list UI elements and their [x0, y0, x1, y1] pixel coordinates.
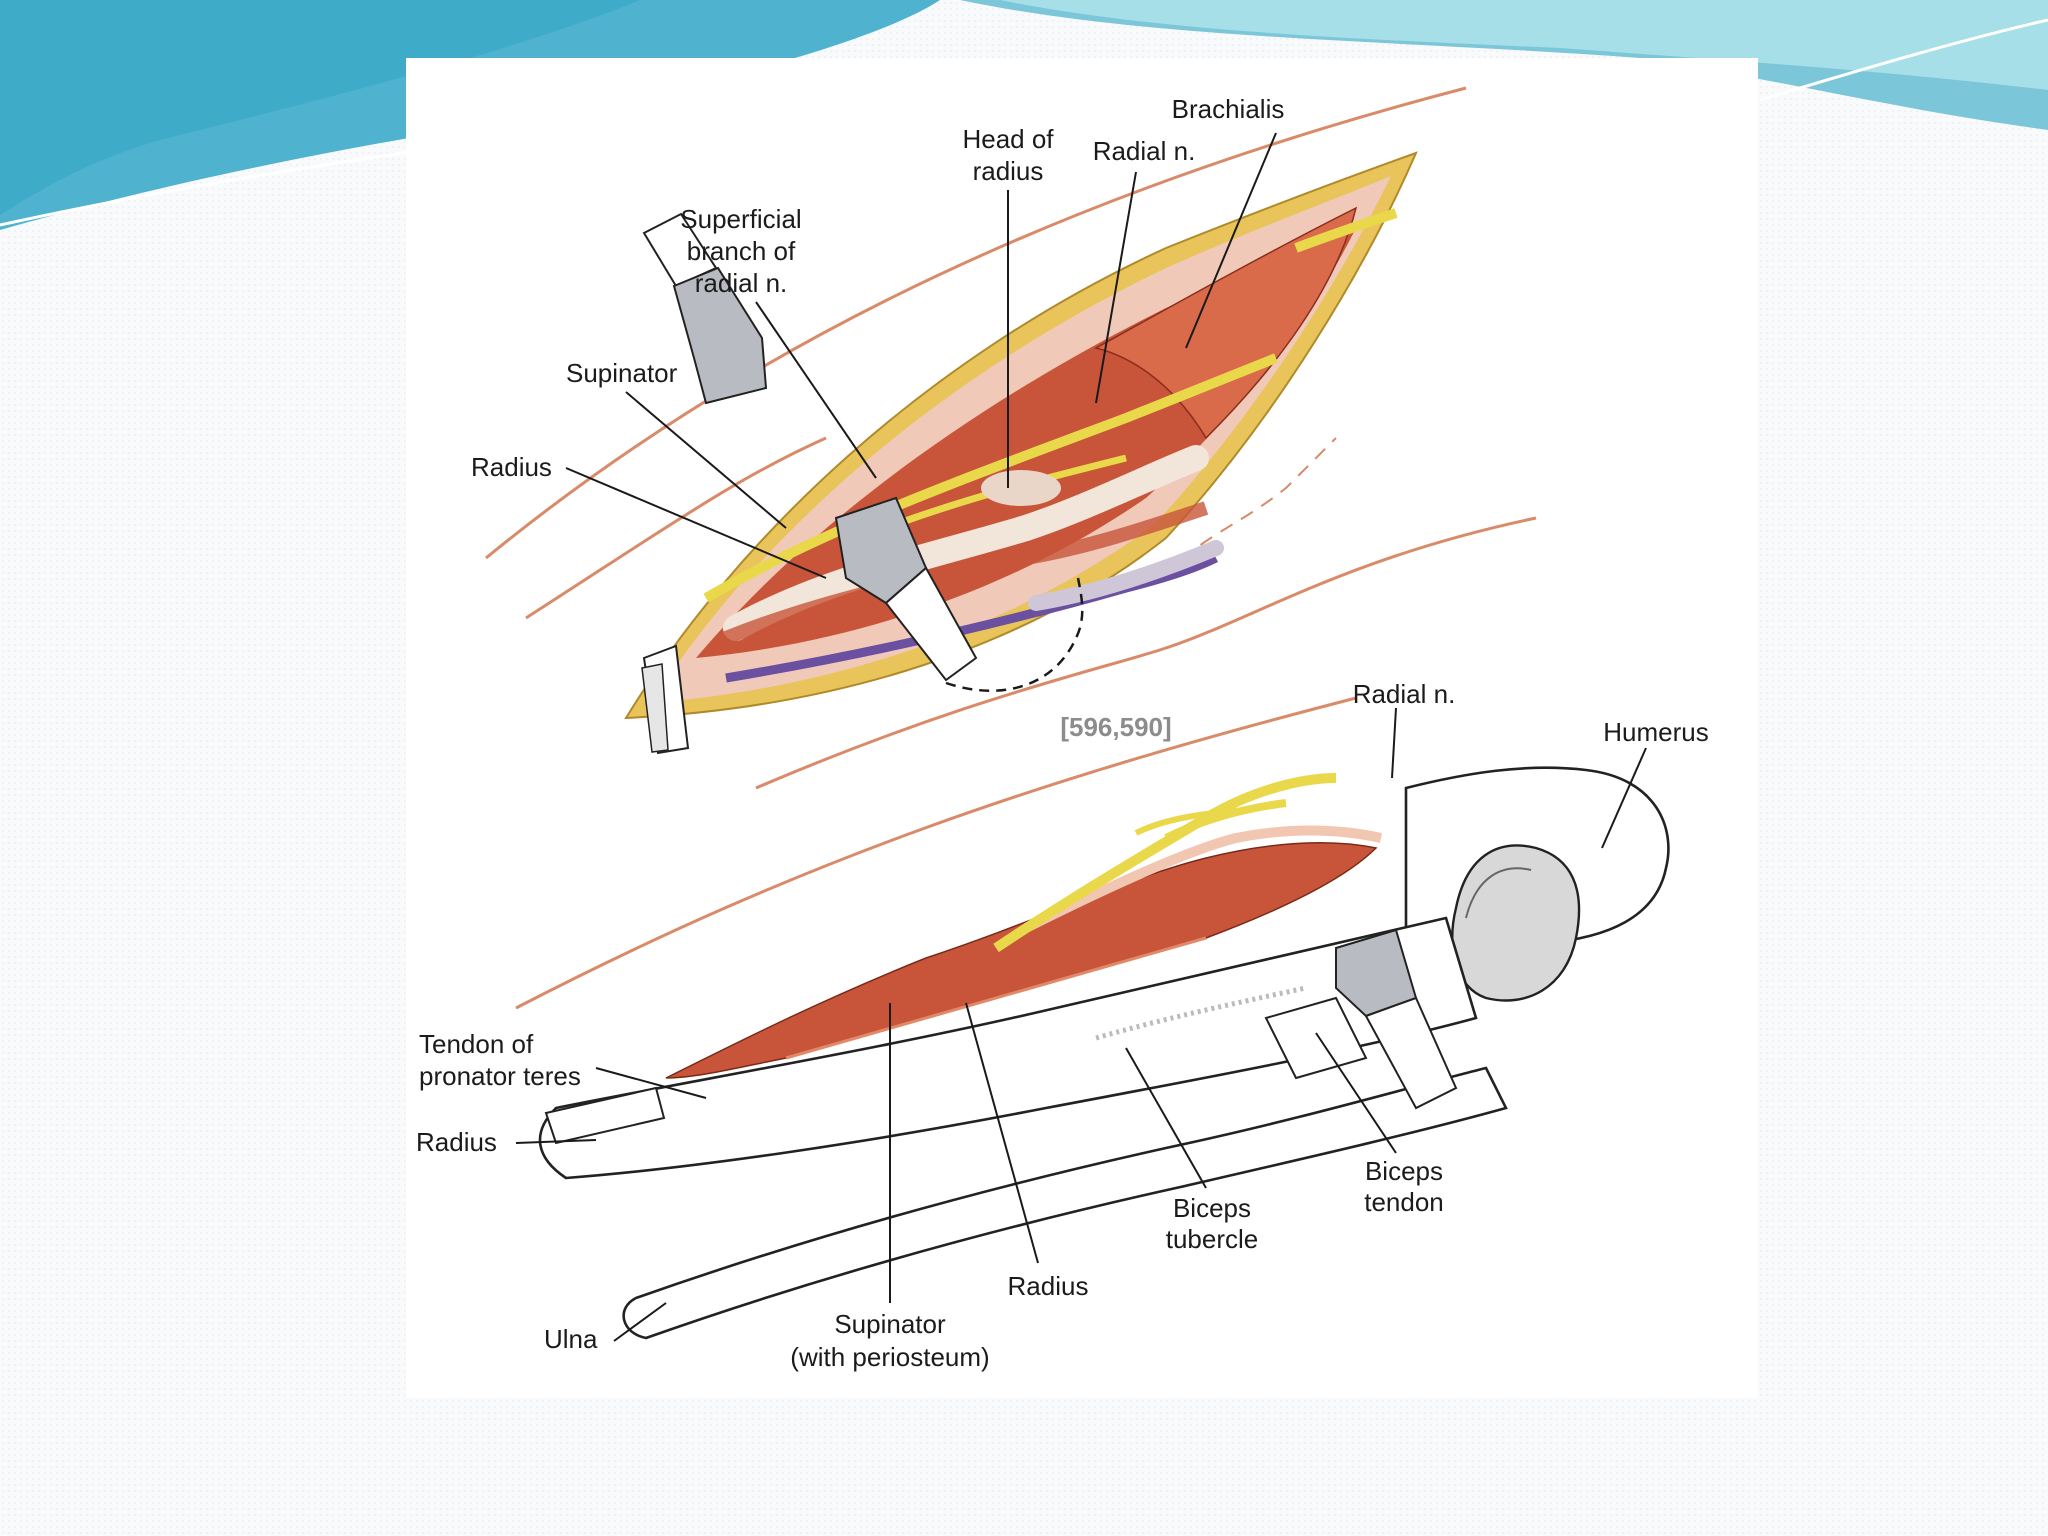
- nerve-cross-top: [1294, 208, 1398, 253]
- ulna-shaft: [622, 1066, 1508, 1340]
- leader-radius-left: [515, 1139, 597, 1144]
- label-humerus: Humerus: [1603, 717, 1708, 747]
- label-radius-upper: Radius: [471, 452, 552, 482]
- radius-bone-upper: [723, 445, 1209, 641]
- label-head-of-radius-2: radius: [973, 156, 1044, 186]
- radial-nerve-upper: [703, 353, 1278, 603]
- skin-line-upper-2: [525, 436, 827, 620]
- label-supinator-lower-2: (with periosteum): [790, 1342, 989, 1372]
- skin-line-middle: [755, 516, 1537, 790]
- leader-biceps-tubercle: [1125, 1047, 1207, 1189]
- leader-biceps-tendon: [1315, 1032, 1397, 1154]
- label-radius-bottom: Radius: [1008, 1271, 1089, 1301]
- leader-radial-n-upper: [1095, 171, 1137, 404]
- lower-dissection: [538, 766, 1670, 1340]
- leader-ulna: [613, 1302, 667, 1342]
- arrow-dashed-curve: [945, 577, 1084, 692]
- supinator-origin: [1023, 825, 1383, 933]
- leader-superficial-branch: [755, 301, 877, 479]
- retractor-right: [834, 496, 978, 682]
- surgical-anatomy-diagram: Brachialis Head of radius Radial n. Supe…: [416, 86, 1709, 1372]
- label-radial-n-lower: Radial n.: [1353, 679, 1456, 709]
- banner-wave-right: [1000, 0, 2048, 90]
- supinator-upper: [723, 501, 1209, 645]
- label-radius-left: Radius: [416, 1127, 497, 1157]
- head-of-radius-shape: [981, 470, 1061, 506]
- figure-panel: Brachialis Head of radius Radial n. Supe…: [406, 58, 1758, 1398]
- label-biceps-tubercle-1: Biceps: [1173, 1193, 1251, 1223]
- leader-radial-n-lower: [1391, 707, 1397, 779]
- label-biceps-tubercle-2: tubercle: [1166, 1224, 1259, 1254]
- radial-nerve-branch: [1164, 799, 1287, 842]
- figure-reference: [596,590]: [1060, 712, 1171, 742]
- leader-radius-upper: [565, 467, 827, 579]
- retractor-bottom-left: [641, 644, 690, 755]
- label-superficial-branch-1: Superficial: [680, 204, 801, 234]
- label-tendon-pronator-1: Tendon of: [419, 1029, 534, 1059]
- label-supinator-upper: Supinator: [566, 358, 678, 388]
- skin-line-lower: [515, 696, 1357, 1010]
- label-brachialis: Brachialis: [1172, 94, 1285, 124]
- pronator-teres-tendon: [544, 1086, 666, 1145]
- vein-upper: [725, 553, 1219, 683]
- label-superficial-branch-3: radial n.: [695, 268, 788, 298]
- vessel-bundle: [1028, 540, 1224, 611]
- banner-highlight-line-right: [1759, 18, 2048, 102]
- label-ulna: Ulna: [544, 1324, 598, 1354]
- label-tendon-pronator-2: pronator teres: [419, 1061, 581, 1091]
- leader-radius-bottom: [965, 1002, 1039, 1264]
- brachialis-muscle: [1093, 206, 1358, 440]
- leader-supinator-upper: [625, 391, 787, 529]
- label-radial-n-upper: Radial n.: [1093, 136, 1196, 166]
- retractor-lower-handle: [1364, 996, 1458, 1110]
- skin-line-upper: [485, 86, 1467, 560]
- label-biceps-tendon-2: tendon: [1364, 1187, 1444, 1217]
- leader-brachialis: [1185, 132, 1277, 349]
- label-supinator-lower-1: Supinator: [834, 1309, 946, 1339]
- banner-wave-left-dark: [0, 0, 640, 215]
- biceps-tendon-shape: [1264, 996, 1368, 1080]
- label-superficial-branch-2: branch of: [687, 236, 796, 266]
- leader-tendon-pronator: [595, 1067, 707, 1099]
- leader-humerus: [1601, 747, 1647, 849]
- periosteum-edge: [1095, 985, 1307, 1041]
- radial-head-striation: [1465, 867, 1532, 919]
- supinator-fiber: [785, 936, 1207, 1060]
- retractor-top: [642, 212, 768, 405]
- radial-nerve-branch-2: [1134, 807, 1247, 836]
- label-biceps-tendon-1: Biceps: [1365, 1156, 1443, 1186]
- label-head-of-radius-1: Head of: [962, 124, 1054, 154]
